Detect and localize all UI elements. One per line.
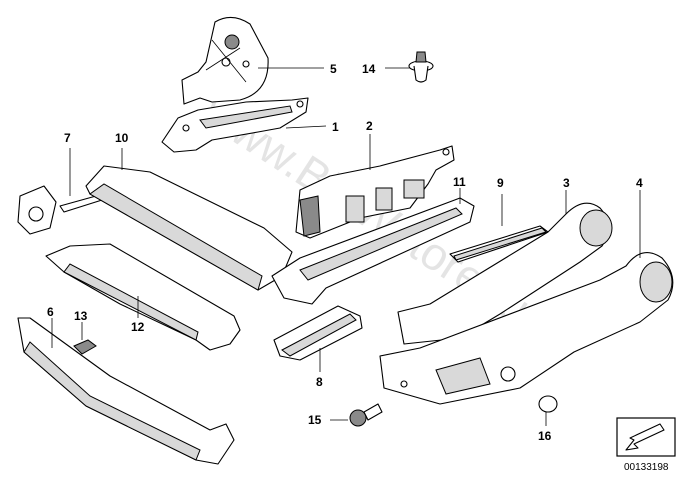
callout-15: 15	[308, 413, 322, 427]
part-6-trim-strip	[17, 317, 235, 465]
callout-4: 4	[636, 176, 643, 190]
callout-10: 10	[115, 131, 129, 145]
callout-11: 11	[453, 175, 466, 189]
part-11-channel-cover	[271, 197, 475, 305]
part-16-cap	[538, 395, 558, 413]
callout-9: 9	[497, 176, 504, 190]
part-8-bracket	[273, 305, 363, 361]
callout-2: 2	[366, 119, 373, 133]
part-12-lower-cover	[45, 243, 241, 351]
diagram-nav-arrow-box	[616, 417, 676, 457]
callout-7: 7	[64, 131, 71, 145]
callout-3: 3	[563, 176, 570, 190]
callout-6: 6	[47, 305, 54, 319]
callout-5: 5	[330, 62, 337, 76]
part-3-inner-trim	[397, 202, 613, 345]
callout-8: 8	[316, 375, 323, 389]
callout-13: 13	[74, 309, 88, 323]
part-4-outer-trim	[379, 252, 674, 405]
part-14-clip	[408, 51, 434, 83]
callout-12: 12	[131, 320, 145, 334]
part-2-adjuster-rail	[295, 145, 455, 239]
part-1-upper-bracket	[161, 97, 309, 153]
arrow-icon	[625, 423, 665, 451]
callout-1: 1	[332, 120, 339, 134]
callout-16: 16	[538, 429, 552, 443]
part-5-hinge-plate	[181, 16, 269, 105]
part-15-screw	[349, 403, 383, 427]
part-13-plug	[73, 339, 97, 355]
document-number: 00133198	[624, 462, 669, 473]
callout-14: 14	[362, 62, 376, 76]
part-7-clip	[17, 185, 103, 235]
part-10-side-trim	[85, 165, 293, 291]
